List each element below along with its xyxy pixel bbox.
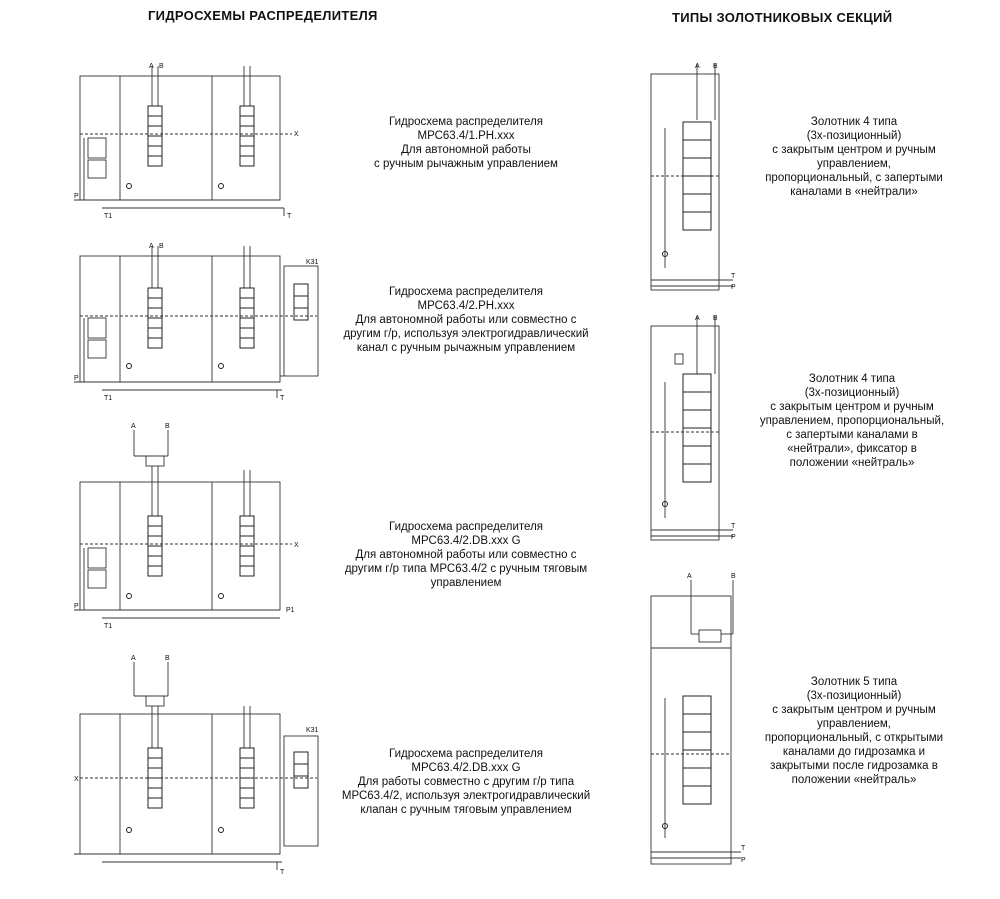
spool-text: (3х-позиционный) <box>804 387 900 399</box>
port-k31-label: K31 <box>306 259 319 266</box>
port-a-label: A <box>149 243 154 250</box>
spool-3-description: Золотник 5 типа (3х-позиционный) с закры… <box>738 675 970 787</box>
spool-text: каналами до гидрозамка и <box>782 746 926 758</box>
port-p-label: P <box>74 193 79 200</box>
hydraulic-scheme-4: A B K31 X T <box>74 655 319 876</box>
spool-title: Золотник 5 типа <box>810 676 898 688</box>
scheme-text: Для автономной работы <box>401 144 531 156</box>
port-p-label: P <box>731 284 736 291</box>
port-a-label: A <box>695 315 700 322</box>
scheme-4-description: Гидросхема распределителя МРС63.4/2.DB.x… <box>335 747 597 817</box>
port-b-label: B <box>165 655 170 662</box>
port-b-label: B <box>165 423 170 430</box>
port-t-label: T <box>741 845 746 852</box>
port-p-label: P <box>731 534 736 541</box>
hydraulic-scheme-2: A B K31 P T1 T <box>74 243 319 402</box>
scheme-title: Гидросхема распределителя <box>388 116 544 128</box>
port-b-label: B <box>713 63 718 70</box>
spool-text: с запертыми каналами в <box>786 429 918 441</box>
port-t-label: T <box>280 395 285 402</box>
hydraulic-scheme-1: A B X P T1 T <box>74 63 299 220</box>
scheme-title: Гидросхема распределителя <box>388 521 544 533</box>
spool-text: с закрытым центром и ручным <box>770 401 934 413</box>
scheme-text: управлением <box>430 577 502 589</box>
spool-text: с закрытым центром и ручным <box>772 144 936 156</box>
port-t1-label: T1 <box>104 395 112 402</box>
scheme-2-description: Гидросхема распределителя МРС63.4/2.PH.x… <box>335 285 597 355</box>
spool-text: пропорциональный, с запертыми <box>765 172 943 184</box>
port-a-label: A <box>695 63 700 70</box>
port-a-label: A <box>131 423 136 430</box>
spool-section-2: A B T P <box>650 315 736 541</box>
spool-text: закрытыми после гидрозамка в <box>770 760 938 772</box>
spool-text: управлением, <box>817 718 891 730</box>
spool-text: управлением, пропорциональный, <box>759 415 945 427</box>
scheme-model: МРС63.4/2.DB.xxx G <box>411 535 521 547</box>
scheme-text: Для работы совместно с другим г/р типа <box>357 776 575 788</box>
port-t1-label: T1 <box>104 213 112 220</box>
port-t-label: T <box>731 273 736 280</box>
scheme-model: МРС63.4/1.PH.xxx <box>417 130 515 142</box>
scheme-title: Гидросхема распределителя <box>388 286 544 298</box>
port-p-label: P <box>74 375 79 382</box>
port-p1-label: P1 <box>286 607 295 614</box>
scheme-title: Гидросхема распределителя <box>388 748 544 760</box>
port-b-label: B <box>713 315 718 322</box>
spool-text: каналами в «нейтрали» <box>790 186 918 198</box>
scheme-text: клапан с ручным тяговым управлением <box>360 804 572 816</box>
port-t-label: T <box>280 869 285 876</box>
scheme-text: с ручным рычажным управлением <box>374 158 558 170</box>
port-b-label: B <box>159 63 164 70</box>
scheme-model: МРС63.4/2.PH.xxx <box>417 300 515 312</box>
spool-section-1: A B T P <box>650 63 736 291</box>
spool-text: «нейтрали», фиксатор в <box>787 443 917 455</box>
port-t-label: T <box>731 523 736 530</box>
port-t-label: T <box>287 213 292 220</box>
port-a-label: A <box>131 655 136 662</box>
port-p-label: P <box>741 857 746 864</box>
spool-title: Золотник 4 типа <box>808 373 896 385</box>
port-k31-label: K31 <box>306 727 319 734</box>
port-x-label: X <box>74 776 79 783</box>
scheme-text: канал с ручным рычажным управлением <box>356 342 576 354</box>
spool-2-description: Золотник 4 типа (3х-позиционный) с закры… <box>738 372 966 470</box>
spool-text: (3х-позиционный) <box>806 690 902 702</box>
scheme-text: другим г/р, используя электрогидравличес… <box>343 328 589 340</box>
port-p-label: P <box>74 603 79 610</box>
scheme-text: другим г/р типа МРС63.4/2 с ручным тягов… <box>344 563 588 575</box>
scheme-text: Для автономной работы или совместно с <box>355 549 577 561</box>
spool-section-3: A B T P <box>650 573 746 865</box>
spool-text: с закрытым центром и ручным <box>772 704 936 716</box>
spool-text: управлением, <box>817 158 891 170</box>
scheme-text: Для автономной работы или совместно с <box>355 314 577 326</box>
port-x-label: X <box>294 542 299 549</box>
hydraulic-scheme-3: A B X P T1 P1 <box>74 423 299 630</box>
scheme-text: МРС63.4/2, используя электрогидравлическ… <box>341 790 591 802</box>
port-a-label: A <box>687 573 692 580</box>
left-heading: ГИДРОСХЕМЫ РАСПРЕДЕЛИТЕЛЯ <box>148 8 378 23</box>
port-b-label: B <box>159 243 164 250</box>
port-t1-label: T1 <box>104 623 112 630</box>
spool-text: положении «нейтраль» <box>791 774 917 786</box>
spool-text: (3х-позиционный) <box>806 130 902 142</box>
scheme-3-description: Гидросхема распределителя МРС63.4/2.DB.x… <box>335 520 597 590</box>
spool-text: положении «нейтраль» <box>789 457 915 469</box>
port-a-label: A <box>149 63 154 70</box>
port-x-label: X <box>294 131 299 138</box>
spool-title: Золотник 4 типа <box>810 116 898 128</box>
scheme-1-description: Гидросхема распределителя МРС63.4/1.PH.x… <box>335 115 597 171</box>
right-heading: ТИПЫ ЗОЛОТНИКОВЫХ СЕКЦИЙ <box>672 10 893 25</box>
port-b-label: B <box>731 573 736 580</box>
scheme-model: МРС63.4/2.DB.xxx G <box>411 762 521 774</box>
spool-1-description: Золотник 4 типа (3х-позиционный) с закры… <box>748 115 960 199</box>
spool-text: пропорциональный, с открытыми <box>764 732 944 744</box>
